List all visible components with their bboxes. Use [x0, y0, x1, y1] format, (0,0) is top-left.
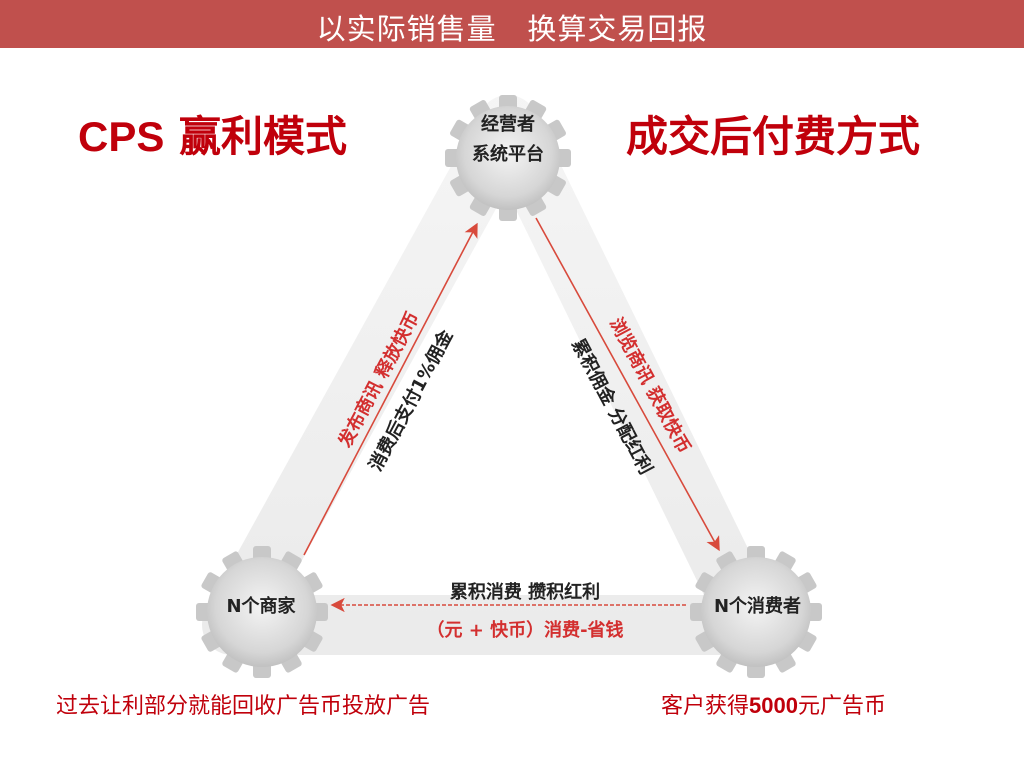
gear-icon-platform	[445, 95, 571, 221]
edge-label-accumulate-consumption: 累积消费 攒积红利	[449, 582, 601, 603]
triangle-background	[202, 95, 782, 655]
gear-icon-merchant	[196, 546, 328, 678]
arrow-platform-to-consumer	[535, 217, 720, 552]
banner-title: 以实际销售量 换算交易回报	[316, 12, 708, 46]
note-customer-gets-coins: 客户获得5000元广告币	[661, 688, 886, 720]
gear-icon-consumer	[690, 546, 822, 678]
node-platform: 经营者 系统平台	[453, 110, 563, 170]
node-platform-line1: 经营者	[481, 114, 535, 135]
node-platform-line2: 系统平台	[472, 144, 544, 165]
edge-label-yuan-coin-saving: （元 + 快币）消费-省钱	[426, 620, 624, 641]
note-right-prefix: 客户获得	[661, 694, 750, 719]
heading-cps-latin: CPS	[78, 113, 165, 160]
node-merchant: N个商家	[226, 596, 296, 617]
note-right-number: 5000	[749, 693, 798, 718]
heading-payment-method: 成交后付费方式	[626, 112, 921, 161]
note-right-suffix: 元广告币	[797, 694, 886, 719]
node-consumer: N个消费者	[713, 596, 802, 617]
arrow-merchant-to-platform	[303, 222, 478, 556]
note-recover-ad-coin: 过去让利部分就能回收广告币投放广告	[56, 694, 431, 719]
heading-cps-model: CPS 赢利模式	[78, 103, 347, 164]
heading-cps-text: 赢利模式	[164, 112, 347, 161]
title-banner: 以实际销售量 换算交易回报	[0, 0, 1024, 48]
